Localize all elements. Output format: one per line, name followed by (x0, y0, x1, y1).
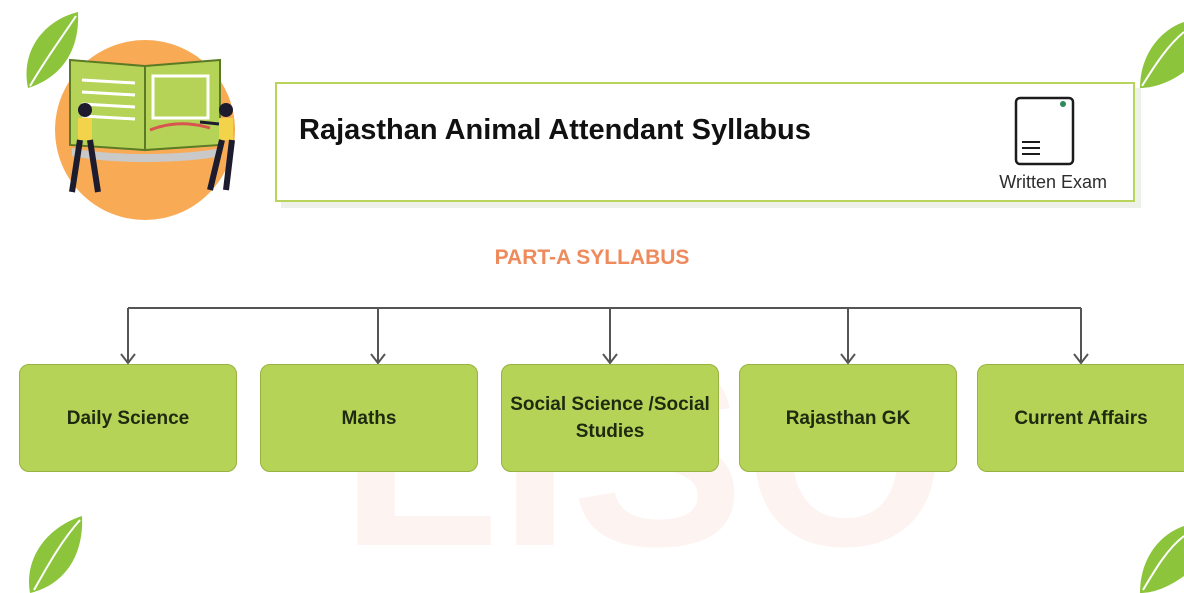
document-icon (1014, 96, 1075, 166)
leaf-icon (1140, 526, 1184, 593)
connector-lines (127, 307, 1082, 362)
arrow-down-icon (120, 353, 136, 365)
header-box: Rajasthan Animal Attendant Syllabus Writ… (275, 82, 1135, 202)
leaf-icon (26, 12, 79, 88)
leaf-icon (1140, 22, 1184, 88)
node-current-affairs: Current Affairs (977, 364, 1184, 472)
node-rajasthan-gk: Rajasthan GK (739, 364, 957, 472)
exam-type-label: Written Exam (999, 172, 1107, 192)
node-label: Rajasthan GK (785, 407, 911, 429)
arrow-down-icon (840, 353, 856, 365)
page-title: Rajasthan Animal Attendant Syllabus (299, 114, 811, 146)
node-daily-science: Daily Science (19, 364, 237, 472)
arrow-down-icon (602, 353, 618, 365)
node-label: Maths (341, 407, 397, 429)
node-maths: Maths (260, 364, 478, 472)
node-label: Current Affairs (1014, 407, 1148, 429)
node-label: Daily Science (66, 407, 190, 429)
leaf-icon (28, 516, 83, 593)
node-label: Social Science /Social Studies (510, 394, 710, 442)
arrow-down-icon (1073, 353, 1089, 365)
section-title: PART-A SYLLABUS (494, 246, 690, 269)
book-illustration-icon (55, 40, 235, 220)
arrow-down-icon (370, 353, 386, 365)
node-social-science: Social Science /Social Studies (501, 364, 719, 472)
